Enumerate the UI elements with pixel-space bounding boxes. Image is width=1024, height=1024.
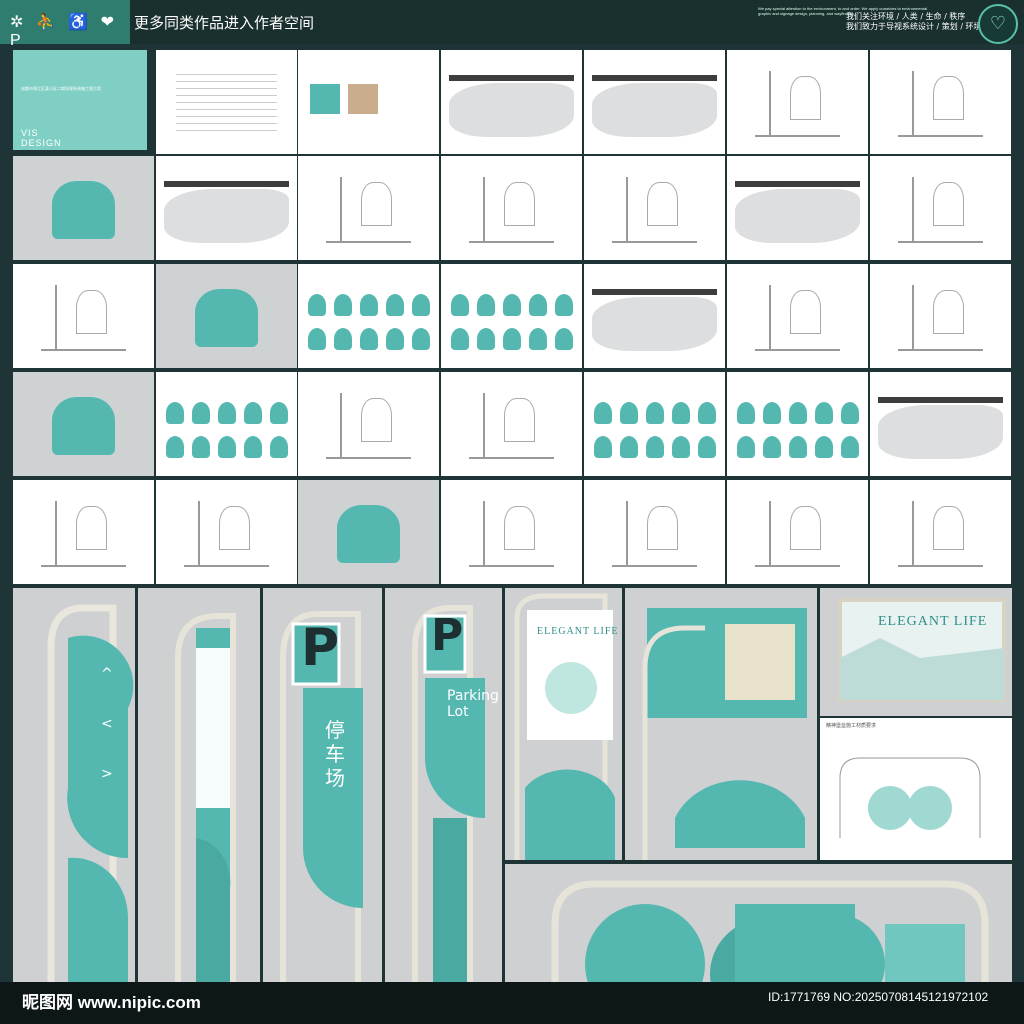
render-poster-stand: ELEGANT LIFE (505, 588, 622, 860)
sheet-thumbnail (441, 264, 582, 368)
slogan-cn-line-2: 我们致力于导视系统设计 / 策划 / 环境规划 (846, 22, 998, 31)
render-map-board (625, 588, 817, 860)
svg-text:<: < (101, 716, 113, 732)
heart-icon: ♡ (978, 4, 1018, 44)
sheet-thumbnail (727, 50, 868, 154)
svg-text:>: > (101, 766, 113, 782)
sheet-spirit-fortress-spec: 精神堡垒施工材质要求 (820, 718, 1012, 860)
signage-icons: ✲ ⛹ ♿ ❤ P (10, 14, 118, 49)
render-billboard: ELEGANT LIFE (820, 588, 1012, 716)
svg-text:^: ^ (101, 666, 113, 682)
sheet-thumbnail (441, 480, 582, 584)
render-parking-sign-1: P 停车场 (263, 588, 382, 982)
top-bar (0, 0, 1024, 44)
sheet-thumbnail (156, 156, 297, 260)
sheet-thumbnail (13, 156, 154, 260)
title-panel: 成都市锦江区某小区二期导视系统施工图方案 VIS DESIGN (13, 50, 147, 150)
sheet-thumbnail (870, 264, 1011, 368)
render-directional-sign: ^ < > (13, 588, 135, 982)
vis-label: VIS (21, 128, 39, 138)
sheet-thumbnail (584, 156, 725, 260)
sheet-thumbnail (13, 264, 154, 368)
parking-letter: P (301, 618, 340, 678)
author-space-link[interactable]: 更多同类作品进入作者空间 (134, 15, 315, 32)
render-spirit-fortress (505, 864, 1012, 982)
sheet-thumbnail (727, 480, 868, 584)
sheet-thumbnail (156, 50, 297, 154)
sheet-thumbnail (727, 156, 868, 260)
watermark: 昵图网 www.nipic.com (22, 993, 201, 1012)
sheet-thumbnail (870, 372, 1011, 476)
sheet-thumbnail (298, 372, 439, 476)
sheet-thumbnail (13, 480, 154, 584)
sheet-thumbnail (441, 50, 582, 154)
footer-bar (0, 982, 1024, 1024)
spec-caption: 精神堡垒施工材质要求 (826, 723, 877, 729)
sheet-thumbnail (584, 50, 725, 154)
slogan-cn: 我们关注环境 / 人类 / 生命 / 秩序 我们致力于导视系统设计 / 策划 /… (846, 12, 998, 32)
sheet-thumbnail (156, 372, 297, 476)
sheet-thumbnail (584, 372, 725, 476)
project-title: 成都市锦江区某小区二期导视系统施工图方案 (21, 86, 101, 91)
sheet-thumbnail (870, 50, 1011, 154)
sheet-thumbnail (870, 156, 1011, 260)
slogan-cn-line-1: 我们关注环境 / 人类 / 生命 / 秩序 (846, 12, 966, 21)
vis-design-title: VIS DESIGN (21, 128, 62, 148)
sheet-thumbnail (727, 372, 868, 476)
design-label: DESIGN (21, 138, 62, 148)
sheet-thumbnail (584, 480, 725, 584)
sheet-thumbnail (13, 372, 154, 476)
sheet-thumbnail (870, 480, 1011, 584)
elegant-life-title-2: ELEGANT LIFE (878, 614, 988, 629)
sheet-thumbnail (441, 372, 582, 476)
icon-strip: ✲ ⛹ ♿ ❤ P (0, 0, 130, 49)
parking-cn-label: 停车场 (325, 718, 345, 790)
slogan-en: We pay special attention to the environm… (758, 6, 928, 16)
elegant-life-title: ELEGANT LIFE (537, 626, 619, 637)
sheet-thumbnail (298, 156, 439, 260)
sheet-thumbnail (156, 480, 297, 584)
sheet-thumbnail (156, 264, 297, 368)
sheet-thumbnail (298, 264, 439, 368)
sheet-thumbnail (298, 480, 439, 584)
parking-letter-2: P (431, 610, 464, 661)
parking-en-label: Parking Lot (447, 688, 499, 720)
render-slim-sign (138, 588, 260, 982)
sheet-thumbnail (441, 156, 582, 260)
render-parking-sign-2: P Parking Lot (385, 588, 502, 982)
image-id: ID:1771769 NO:20250708145121972102 (768, 990, 989, 1004)
sheet-thumbnail (298, 50, 439, 154)
sheet-thumbnail (584, 264, 725, 368)
sheet-thumbnail (727, 264, 868, 368)
